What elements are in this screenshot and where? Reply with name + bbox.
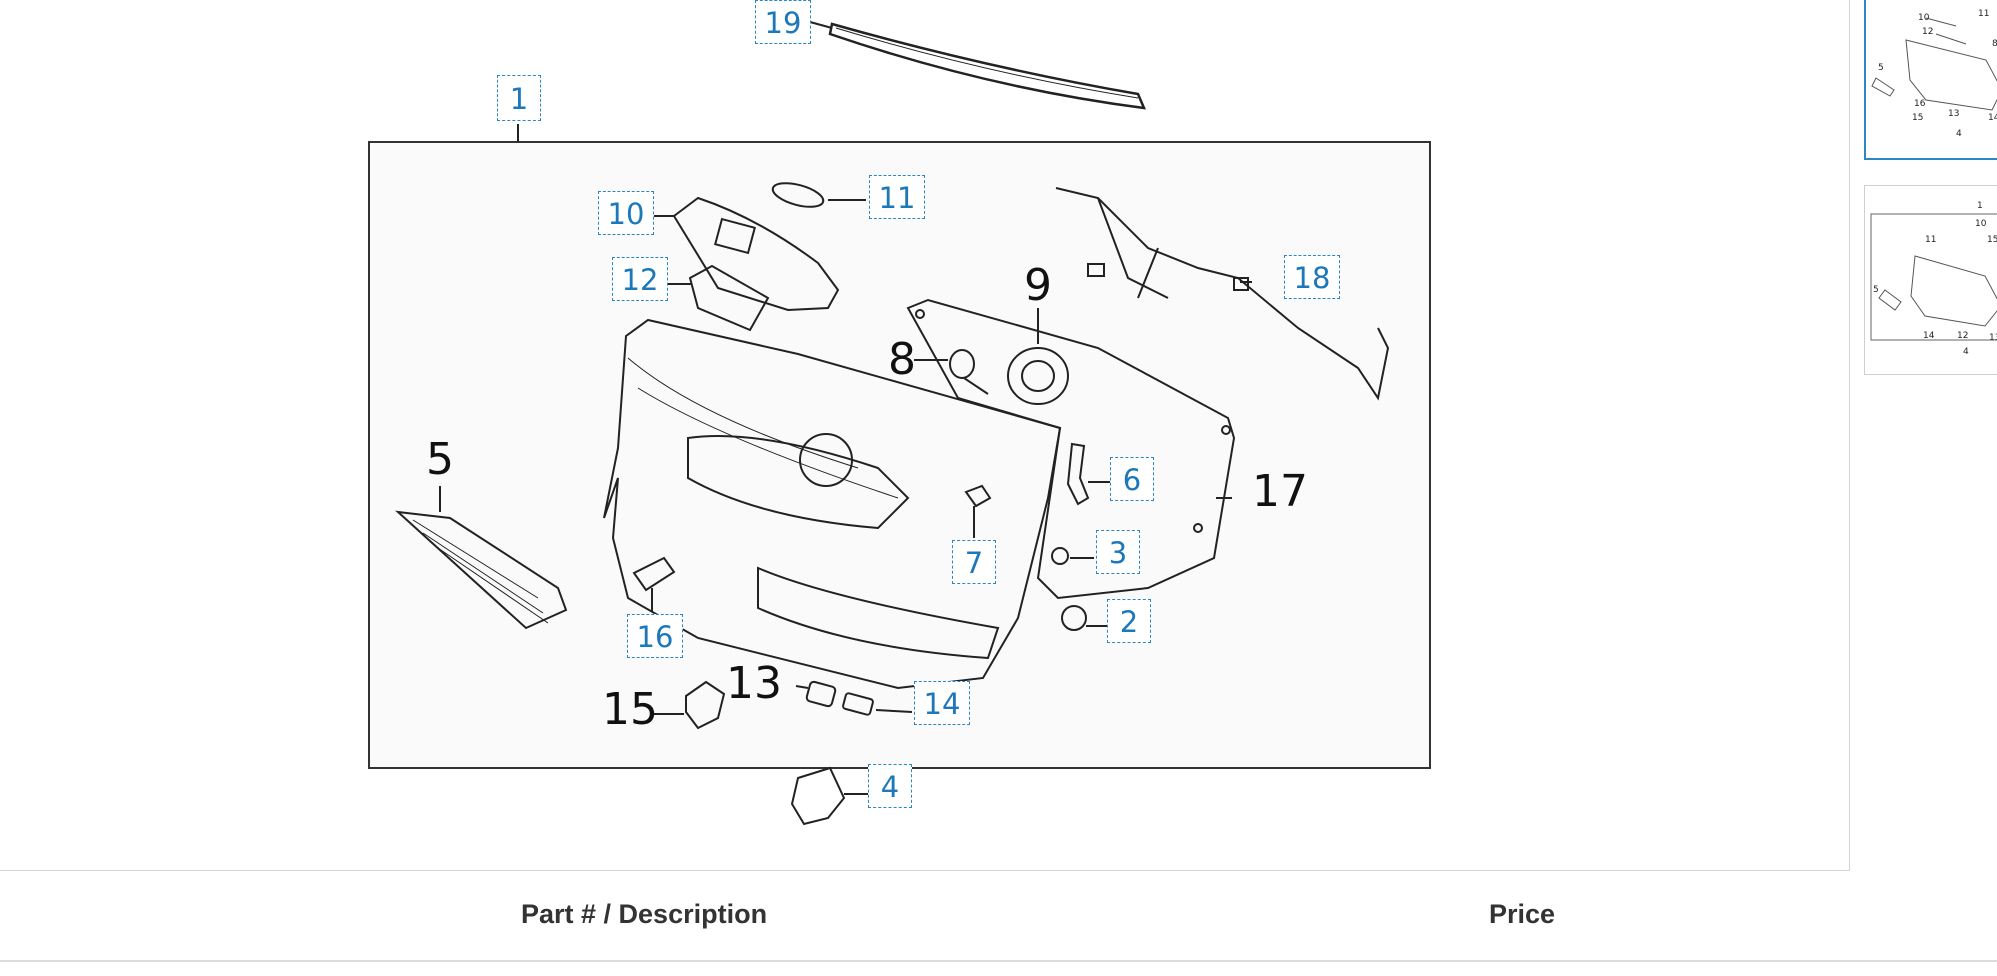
thumb1-label-8: 8 — [1992, 39, 1997, 49]
thumbnail-column: 10 11 12 8 5 16 15 13 14 4 1 9 10 — [1852, 0, 1997, 976]
thumb2-label-11: 11 — [1925, 235, 1936, 245]
callout-3[interactable]: 3 — [1096, 530, 1140, 574]
thumb2-label-4: 4 — [1963, 347, 1969, 357]
callout-4[interactable]: 4 — [868, 764, 912, 808]
thumb2-label-12: 12 — [1957, 331, 1968, 341]
thumb2-label-1: 1 — [1977, 201, 1983, 211]
thumb1-label-16: 16 — [1914, 99, 1926, 109]
callout-10[interactable]: 10 — [598, 191, 654, 235]
parts-table-header: Part # / Description Price — [0, 872, 1997, 962]
callout-6[interactable]: 6 — [1110, 457, 1154, 501]
label-9: 9 — [1024, 260, 1052, 311]
label-13: 13 — [726, 658, 782, 709]
thumb2-label-15: 15 — [1987, 235, 1997, 245]
thumb1-label-14: 14 — [1988, 113, 1997, 123]
callout-18[interactable]: 18 — [1284, 255, 1340, 299]
thumbnail-1-illustration: 10 11 12 8 5 16 15 13 14 4 — [1871, 9, 1997, 139]
thumb1-label-10: 10 — [1918, 13, 1930, 23]
callout-1[interactable]: 1 — [497, 75, 541, 121]
label-8: 8 — [888, 334, 916, 385]
label-15: 15 — [602, 684, 658, 735]
thumb2-label-13: 13 — [1989, 333, 1997, 343]
thumbnail-diagram-1[interactable]: 10 11 12 8 5 16 15 13 14 4 — [1864, 0, 1997, 160]
thumb2-label-14: 14 — [1923, 331, 1935, 341]
thumb1-label-4: 4 — [1956, 129, 1962, 139]
parts-diagram-panel: 19 1 10 11 12 18 6 7 3 2 16 14 4 5 8 9 1… — [0, 0, 1850, 871]
thumbnail-diagram-2[interactable]: 1 9 10 11 15 5 14 12 13 4 — [1864, 185, 1997, 375]
callout-19[interactable]: 19 — [755, 0, 811, 44]
thumb1-label-11: 11 — [1978, 9, 1989, 19]
callout-16[interactable]: 16 — [627, 614, 683, 658]
callout-12[interactable]: 12 — [612, 257, 668, 301]
thumb1-label-13: 13 — [1948, 109, 1959, 119]
callout-7[interactable]: 7 — [952, 540, 996, 584]
thumb2-label-10: 10 — [1975, 219, 1987, 229]
callout-2[interactable]: 2 — [1107, 599, 1151, 643]
thumb1-label-15: 15 — [1912, 113, 1923, 123]
thumbnail-2-illustration: 1 9 10 11 15 5 14 12 13 4 — [1870, 201, 1997, 357]
column-header-price: Price — [1489, 899, 1556, 929]
thumb1-label-5: 5 — [1878, 63, 1884, 73]
label-17: 17 — [1252, 466, 1308, 517]
thumb2-label-5: 5 — [1873, 285, 1879, 295]
callout-11[interactable]: 11 — [869, 175, 925, 219]
label-5: 5 — [426, 434, 454, 485]
thumb1-label-12: 12 — [1922, 27, 1933, 37]
door-panel-illustration — [368, 21, 1431, 826]
assembly-frame — [368, 141, 1431, 769]
callout-14[interactable]: 14 — [914, 681, 970, 725]
column-header-part: Part # / Description — [521, 899, 768, 929]
